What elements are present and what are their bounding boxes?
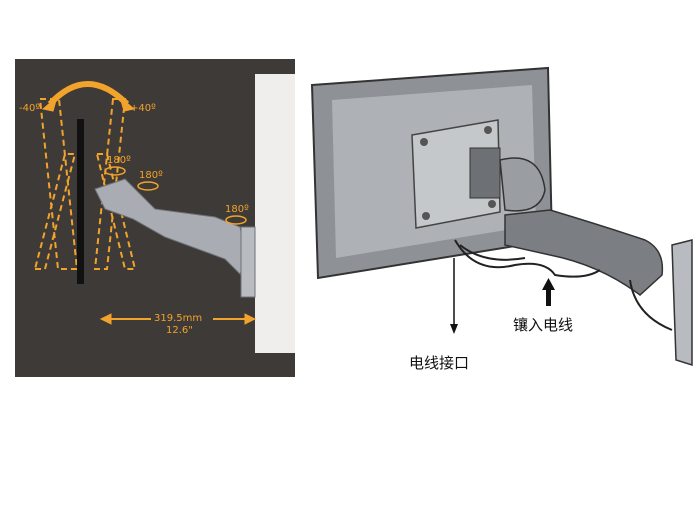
swivel-label-2: 180º — [139, 170, 163, 181]
vesa-screw-4 — [488, 200, 496, 208]
monitor-edge — [77, 119, 84, 284]
swivel-label-1: 180º — [107, 155, 131, 166]
vesa-screw-1 — [420, 138, 428, 146]
swivel-ring-3 — [225, 215, 247, 225]
cable-inlay-label: 镶入电线 — [513, 316, 573, 334]
swivel-joint — [499, 157, 546, 212]
tilt-arrow-left-icon — [41, 95, 58, 112]
tilt-ghost-lower-left — [33, 153, 77, 270]
distance-arrow-right-icon — [244, 313, 257, 325]
tilt-plus-label: +40º — [130, 103, 156, 114]
tilt-minus-label: -40º — [19, 103, 40, 114]
mount-arm — [504, 209, 664, 296]
tilt-arc — [47, 81, 130, 107]
mount-arm — [94, 178, 248, 275]
wall-plate — [671, 239, 693, 367]
product-render-panel: 电线接口 镶入电线 — [300, 40, 698, 400]
tilt-ghost-right — [93, 98, 127, 270]
cable-inlay-arrow-icon — [542, 278, 555, 290]
swivel-label-3: 180º — [225, 204, 249, 215]
distance-in-label: 12.6" — [166, 325, 193, 336]
cable-3 — [629, 279, 673, 331]
cable-2 — [459, 244, 526, 261]
rotation-diagram: -40º +40º 180º 180º 180º 319.5mm 12.6" — [19, 74, 295, 353]
distance-label-bg — [151, 310, 213, 330]
tilt-joint — [469, 147, 501, 199]
product-render: 电线接口 镶入电线 — [310, 66, 693, 372]
rotation-diagram-panel: -40º +40º 180º 180º 180º 319.5mm 12.6" — [15, 59, 295, 377]
swivel-ring-2 — [137, 181, 159, 191]
distance-mm-label: 319.5mm — [154, 313, 202, 324]
cable-1 — [454, 239, 601, 278]
cable-port-arrow-icon — [450, 324, 458, 334]
distance-arrow-left-icon — [99, 313, 112, 325]
vesa-screw-3 — [422, 212, 430, 220]
tilt-ghost-left — [38, 98, 79, 270]
cable-port-label: 电线接口 — [409, 354, 469, 372]
vesa-screw-2 — [484, 126, 492, 134]
wall-bracket — [240, 226, 256, 298]
vesa-plate — [411, 119, 501, 229]
wall — [255, 74, 295, 353]
cable-inlay-shaft — [546, 288, 551, 306]
tilt-arrow-right-icon — [119, 95, 136, 112]
swivel-ring-1 — [104, 166, 126, 176]
